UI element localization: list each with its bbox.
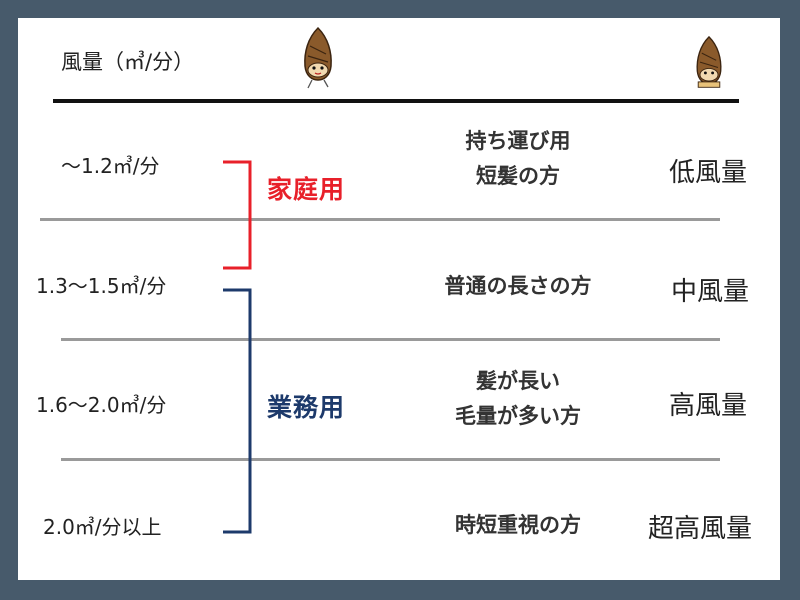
- usage-description: 持ち運び用 短髪の方: [408, 124, 628, 194]
- row-divider: [40, 218, 720, 221]
- header-rule: [53, 99, 739, 103]
- row-divider: [61, 458, 720, 461]
- commercial-bracket: [223, 288, 252, 534]
- group-label-commercial: 業務用: [267, 393, 346, 422]
- row-divider: [61, 338, 720, 341]
- usage-description: 髪が長い 毛量が多い方: [408, 364, 628, 434]
- airflow-level: 低風量: [669, 158, 748, 188]
- usage-description: 普通の長さの方: [408, 269, 628, 304]
- header-label: 風量（㎥/分）: [61, 50, 195, 74]
- usage-line: 短髪の方: [476, 164, 560, 188]
- flow-rate: 1.3〜1.5㎥/分: [36, 274, 167, 298]
- usage-line: 時短重視の方: [455, 513, 581, 537]
- flow-rate: 〜1.2㎥/分: [61, 154, 160, 178]
- usage-line: 普通の長さの方: [444, 274, 592, 298]
- usage-line: 髪が長い: [476, 369, 560, 393]
- chart-card: 風量（㎥/分） 家庭用 業務用 〜1.2㎥/分 持ち運び用 短髪の方 低風量 1…: [18, 18, 780, 580]
- usage-line: 持ち運び用: [465, 129, 571, 153]
- group-brackets: [223, 160, 252, 534]
- group-label-household: 家庭用: [267, 175, 346, 204]
- usage-description: 時短重視の方: [408, 508, 628, 543]
- airflow-level: 超高風量: [648, 514, 753, 544]
- flow-rate: 1.6〜2.0㎥/分: [36, 393, 167, 417]
- bamboo-shoot-mascot-icon: [696, 35, 722, 88]
- airflow-level: 中風量: [671, 277, 750, 307]
- airflow-level: 高風量: [669, 391, 748, 421]
- household-bracket: [223, 160, 252, 270]
- usage-line: 毛量が多い方: [455, 404, 581, 428]
- bamboo-shoot-mascot-icon: [304, 26, 332, 89]
- flow-rate: 2.0㎥/分以上: [43, 515, 162, 539]
